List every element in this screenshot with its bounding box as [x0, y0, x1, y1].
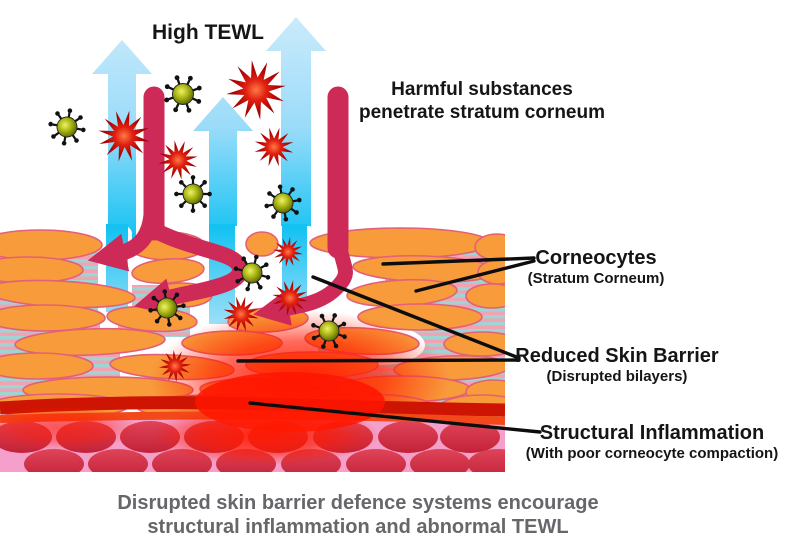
stream-arrow-icon [253, 227, 353, 326]
label-reduced-skin-barrier-subtitle: (Disrupted bilayers) [546, 368, 688, 385]
caption: Disrupted skin barrier defence systems e… [117, 491, 598, 539]
microbe-icon [157, 68, 209, 120]
microbe-icon [170, 171, 216, 217]
label-corneocytes-title: Corneocytes [535, 247, 657, 269]
pointer-inflammation [248, 401, 542, 434]
label-reduced-skin-barrier: Reduced Skin Barrier (Disrupted bilayers… [515, 345, 718, 385]
caption-line1: Disrupted skin barrier defence systems e… [117, 492, 599, 514]
label-corneocytes: Corneocytes (Stratum Corneum) [528, 247, 665, 287]
label-structural-inflammation: Structural Inflammation (With poor corne… [526, 422, 778, 462]
pointer-corneocytes-1 [381, 256, 536, 266]
harmful-substance-streams [87, 86, 353, 326]
label-reduced-skin-barrier-title: Reduced Skin Barrier [515, 345, 719, 367]
harmful-substances-label: Harmful substances penetrate stratum cor… [359, 78, 605, 124]
stream-arrow-icon [133, 224, 248, 316]
pointer-reduced-barrier-2 [236, 358, 521, 363]
label-structural-inflammation-subtitle: (With poor corneocyte compaction) [525, 445, 779, 462]
label-structural-inflammation-title: Structural Inflammation [539, 422, 765, 444]
microbe-icon [47, 107, 87, 147]
harmful-substances-line2: penetrate stratum corneum [358, 102, 606, 123]
label-corneocytes-subtitle: (Stratum Corneum) [527, 270, 665, 287]
pointer-corneocytes-2 [414, 259, 536, 293]
caption-line2: structural inflammation and abnormal TEW… [147, 516, 569, 538]
up-arrow-icon [193, 97, 253, 255]
stream-arrow-icon [87, 197, 160, 272]
inflammation-dermis-glow [150, 405, 380, 465]
pointer-lines [236, 256, 542, 434]
harmful-substances-line1: Harmful substances [391, 79, 573, 100]
pointer-reduced-barrier-1 [311, 275, 521, 360]
high-tewl-label: High TEWL [152, 21, 264, 44]
inflammation-dermis-glow [0, 406, 140, 450]
